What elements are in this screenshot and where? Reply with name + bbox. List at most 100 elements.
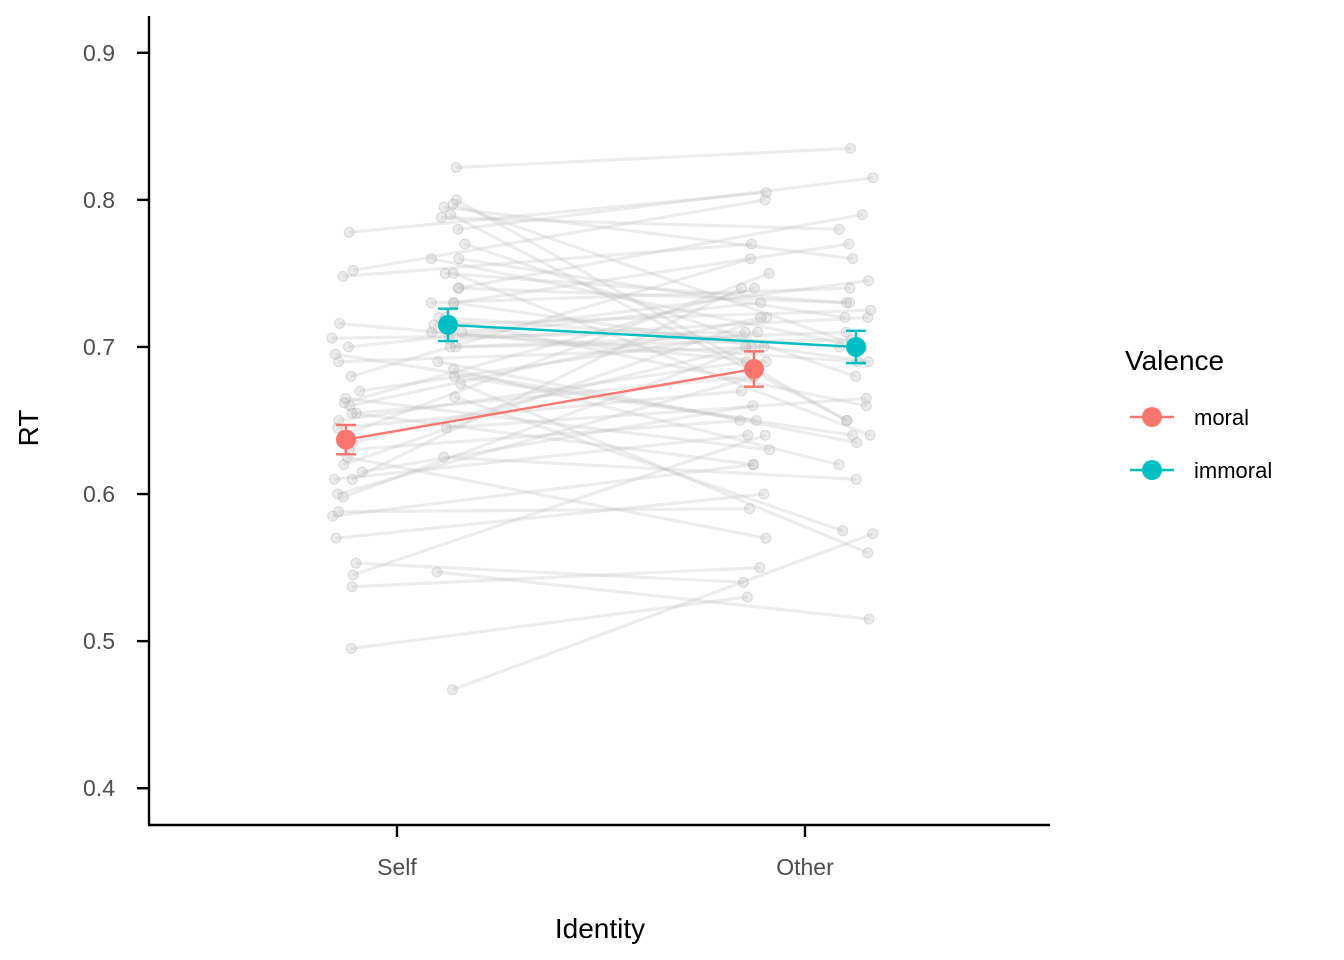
subject-line xyxy=(458,286,850,305)
subject-point xyxy=(736,385,748,397)
subject-point xyxy=(734,415,746,426)
subject-line xyxy=(351,411,754,467)
subject-point xyxy=(342,341,354,353)
subject-line xyxy=(445,271,847,305)
subject-point xyxy=(844,282,856,294)
subject-line xyxy=(352,433,766,577)
mean-point-moral xyxy=(336,429,356,450)
subject-point xyxy=(354,385,366,397)
x-tick-label: Other xyxy=(776,854,834,880)
subject-point xyxy=(867,528,879,540)
subject-point xyxy=(337,270,349,282)
subject-line xyxy=(438,315,867,408)
subject-line xyxy=(454,374,853,437)
subject-line xyxy=(452,202,863,349)
subject-line xyxy=(462,279,869,334)
subject-line xyxy=(361,404,754,474)
subject-line xyxy=(342,271,770,437)
subject-line xyxy=(452,271,871,437)
legend-key-point-immoral xyxy=(1142,460,1162,480)
subject-point xyxy=(459,238,471,250)
subject-line xyxy=(449,213,848,422)
subject-point xyxy=(741,591,753,603)
subject-line xyxy=(356,374,754,415)
subject-point xyxy=(760,187,772,199)
subject-point xyxy=(447,198,459,210)
subject-point xyxy=(735,282,747,294)
subject-point xyxy=(759,429,771,441)
subject-line xyxy=(335,492,764,540)
subject-point xyxy=(744,503,756,515)
subject-point xyxy=(833,223,845,235)
subject-point xyxy=(843,297,855,309)
subject-point xyxy=(850,473,862,485)
subject-line xyxy=(431,330,858,364)
subject-line xyxy=(449,315,868,342)
subject-point xyxy=(851,437,863,449)
subject-point xyxy=(850,370,862,382)
subject-line xyxy=(348,190,767,234)
subject-point xyxy=(438,201,450,213)
subject-line xyxy=(456,146,851,170)
subject-line xyxy=(437,360,857,445)
y-tick-label: 0.7 xyxy=(83,334,115,360)
subject-line xyxy=(343,286,755,405)
subject-point xyxy=(863,613,875,625)
subject-line xyxy=(342,345,753,499)
subject-point xyxy=(455,378,467,390)
subject-point xyxy=(763,444,775,456)
subject-point xyxy=(326,332,338,344)
subject-line xyxy=(433,308,871,327)
y-tick-label: 0.9 xyxy=(83,40,115,66)
subject-point xyxy=(761,312,773,324)
y-tick-label: 0.6 xyxy=(83,481,115,507)
subject-point xyxy=(425,253,437,265)
subject-line xyxy=(436,570,870,621)
subject-point xyxy=(345,370,357,382)
subject-line xyxy=(455,338,852,349)
subject-point xyxy=(345,642,357,654)
legend-label-moral: moral xyxy=(1194,405,1249,430)
subject-point xyxy=(748,459,760,471)
subject-point xyxy=(758,488,770,500)
subject-line xyxy=(338,360,747,423)
subject-point xyxy=(839,312,851,324)
subject-line xyxy=(443,205,853,261)
subject-point xyxy=(450,162,462,174)
subject-point xyxy=(449,391,461,403)
subject-point xyxy=(445,209,457,221)
subject-point xyxy=(456,326,468,338)
subject-line xyxy=(332,463,754,518)
subject-point xyxy=(426,326,438,338)
subject-line xyxy=(334,433,748,481)
subject-line xyxy=(331,330,746,340)
subject-point xyxy=(844,142,856,154)
subject-line xyxy=(343,316,768,467)
subject-point xyxy=(350,407,362,419)
subject-point xyxy=(444,341,456,353)
subject-point xyxy=(337,491,349,503)
x-axis-title: Identity xyxy=(555,913,645,944)
subject-line xyxy=(352,565,760,589)
legend-key-point-moral xyxy=(1142,407,1162,427)
subject-point xyxy=(750,415,762,426)
subject-point xyxy=(327,510,339,522)
subject-point xyxy=(760,532,772,544)
subject-point xyxy=(452,223,464,235)
subject-line xyxy=(450,330,847,349)
legend-label-immoral: immoral xyxy=(1194,458,1272,483)
subject-point xyxy=(746,238,758,250)
legend-title: Valence xyxy=(1125,345,1224,376)
subject-point xyxy=(747,400,759,412)
subject-line xyxy=(339,321,767,364)
subject-point xyxy=(841,415,853,426)
x-tick-label: Self xyxy=(377,854,417,880)
subject-point xyxy=(867,172,879,184)
legend: Valence moral immoral xyxy=(1125,345,1272,483)
subject-point xyxy=(448,363,460,375)
subject-line xyxy=(355,561,744,584)
subject-line xyxy=(351,595,748,651)
subject-point xyxy=(343,226,355,238)
mean-point-moral xyxy=(744,359,764,380)
